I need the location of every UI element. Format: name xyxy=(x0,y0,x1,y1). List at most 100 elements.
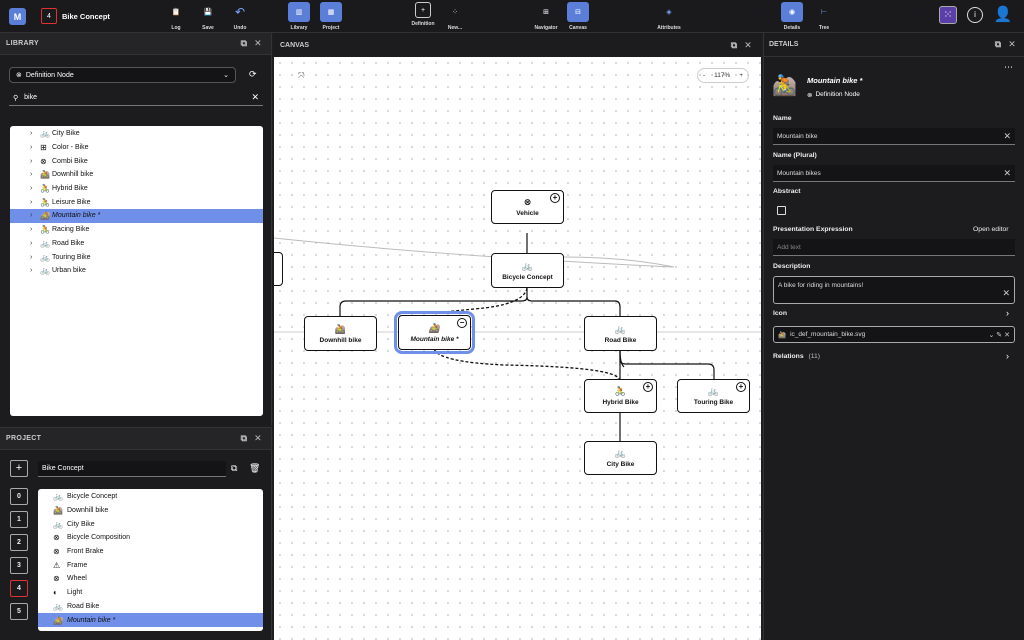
trash-icon[interactable]: 🗑 xyxy=(249,463,261,473)
zoom-in-button[interactable]: + xyxy=(739,72,743,79)
project-badge[interactable]: 4 xyxy=(41,8,57,24)
project-button[interactable]: ▦Project xyxy=(314,2,348,31)
close-icon[interactable]: ✕ xyxy=(254,38,262,48)
abstract-checkbox[interactable] xyxy=(777,206,786,215)
node-left-partial[interactable] xyxy=(274,252,283,286)
close-icon[interactable]: ✕ xyxy=(254,433,262,443)
refresh-icon[interactable]: ⟳ xyxy=(249,69,257,79)
definition-button[interactable]: +Definition xyxy=(406,2,440,27)
list-item[interactable]: 🚲Bicycle Concept xyxy=(38,490,263,504)
clear-name-icon[interactable]: ✕ xyxy=(1003,130,1011,141)
diagram-canvas[interactable]: ⤧ - 117% + ⊗Vehicle+ 🚲Bicycle Concept 🚵D… xyxy=(274,57,761,640)
plural-field[interactable]: Mountain bikes✕ xyxy=(773,165,1015,182)
library-button[interactable]: ▥Library xyxy=(282,2,316,31)
list-item[interactable]: ⊗Bicycle Composition xyxy=(38,531,263,545)
version-button-3[interactable]: 3 xyxy=(10,557,28,574)
info-icon[interactable]: i xyxy=(967,7,983,23)
icon-field-actions[interactable]: ⌄ ✎ ✕ xyxy=(988,331,1011,339)
expand-icon[interactable]: + xyxy=(736,382,746,392)
list-item[interactable]: 🚲Road Bike xyxy=(38,600,263,614)
list-item[interactable]: ⚠Frame xyxy=(38,558,263,572)
expand-icon[interactable]: + xyxy=(550,193,560,203)
new-button[interactable]: ⁘New... xyxy=(438,2,472,31)
tree-button[interactable]: ⊢Tree xyxy=(807,2,841,31)
attributes-button[interactable]: ◈Attributes xyxy=(652,2,686,31)
version-button-0[interactable]: 0 xyxy=(10,488,28,505)
chevron-right-icon[interactable]: › xyxy=(30,198,33,206)
chevron-right-icon[interactable]: › xyxy=(30,144,33,152)
node-touring-bike[interactable]: 🚲Touring Bike+ xyxy=(677,379,750,413)
node-bicycle-concept[interactable]: 🚲Bicycle Concept xyxy=(491,253,564,288)
version-button-5[interactable]: 5 xyxy=(10,603,28,620)
list-item[interactable]: ◐Light xyxy=(38,586,263,600)
icon-field[interactable]: 🚵ic_def_mountain_bike.svg⌄ ✎ ✕ xyxy=(773,326,1015,343)
chevron-right-icon[interactable]: › xyxy=(30,171,33,179)
list-item-selected[interactable]: ›🚵Mountain bike * xyxy=(10,209,263,223)
type-select[interactable]: ⊗ Definition Node ⌄ xyxy=(9,67,236,83)
list-item[interactable]: ›⊗Combi Bike xyxy=(10,154,263,168)
list-item[interactable]: ›🚵Downhill bike xyxy=(10,168,263,182)
list-item[interactable]: 🚵Downhill bike xyxy=(38,504,263,518)
popout-icon[interactable]: ⧉ xyxy=(730,39,738,50)
fit-icon[interactable]: ⤧ xyxy=(298,71,305,80)
relations-chevron[interactable]: › xyxy=(1006,351,1009,361)
dice-icon[interactable]: ⁙ xyxy=(939,6,957,24)
list-item[interactable]: ›🚲Urban bike xyxy=(10,264,263,278)
log-button[interactable]: 📋Log xyxy=(159,2,193,31)
chevron-right-icon[interactable]: › xyxy=(30,157,33,165)
name-field[interactable]: Mountain bike✕ xyxy=(773,128,1015,145)
node-vehicle[interactable]: ⊗Vehicle+ xyxy=(491,190,564,224)
version-button-4[interactable]: 4 xyxy=(10,580,28,597)
expand-icon[interactable]: + xyxy=(643,382,653,392)
list-item[interactable]: ›🚲Touring Bike xyxy=(10,250,263,264)
zoom-out-button[interactable]: - xyxy=(703,72,706,79)
chevron-right-icon[interactable]: › xyxy=(30,239,33,247)
list-item[interactable]: 🚲City Bike xyxy=(38,517,263,531)
app-logo[interactable]: M xyxy=(9,8,26,25)
node-mountain-bike[interactable]: 🚵Mountain bike *− xyxy=(394,311,475,354)
list-item[interactable]: ›🚴Hybrid Bike xyxy=(10,182,263,196)
user-icon[interactable]: 👤 xyxy=(993,6,1013,23)
popout-icon[interactable]: ⧉ xyxy=(994,39,1002,49)
chevron-right-icon[interactable]: › xyxy=(30,130,33,138)
popout-icon[interactable]: ⧉ xyxy=(240,38,248,48)
project-name-field[interactable]: Bike Concept xyxy=(38,461,226,477)
icon-expand-chevron[interactable]: › xyxy=(1006,308,1009,318)
chevron-right-icon[interactable]: › xyxy=(30,212,33,220)
list-item[interactable]: ›🚲City Bike xyxy=(10,127,263,141)
add-project-button[interactable]: + xyxy=(10,460,28,477)
close-icon[interactable]: ✕ xyxy=(1008,39,1016,49)
copy-icon[interactable]: ⧉ xyxy=(231,463,238,473)
clear-search-icon[interactable]: ✕ xyxy=(251,92,259,102)
list-item[interactable]: ›🚲Road Bike xyxy=(10,237,263,251)
node-hybrid-bike[interactable]: 🚴Hybrid Bike+ xyxy=(584,379,657,413)
chevron-right-icon[interactable]: › xyxy=(30,226,33,234)
node-downhill-bike[interactable]: 🚵Downhill bike xyxy=(304,316,377,351)
version-button-2[interactable]: 2 xyxy=(10,534,28,551)
chevron-right-icon[interactable]: › xyxy=(30,253,33,261)
list-item[interactable]: ›🚴Racing Bike xyxy=(10,223,263,237)
pres-field[interactable]: Add text xyxy=(773,239,1015,256)
undo-button[interactable]: ↶Undo xyxy=(223,2,257,31)
list-item[interactable]: ›🚴Leisure Bike xyxy=(10,195,263,209)
clear-desc-icon[interactable]: ✕ xyxy=(1002,288,1010,298)
navigator-button[interactable]: ⊞Navigator xyxy=(529,2,563,31)
version-button-1[interactable]: 1 xyxy=(10,511,28,528)
open-editor-link[interactable]: Open editor xyxy=(973,226,1009,233)
desc-field[interactable]: A bike for riding in mountains!✕ xyxy=(773,276,1015,304)
search-input[interactable]: ⚲ bike ✕ xyxy=(9,90,263,106)
clear-plural-icon[interactable]: ✕ xyxy=(1003,167,1011,178)
relations-label[interactable]: Relations (11) xyxy=(773,353,820,360)
more-icon[interactable]: ⋯ xyxy=(1004,62,1013,72)
details-button[interactable]: ◉Details xyxy=(775,2,809,31)
list-item-selected[interactable]: 🚵Mountain bike * xyxy=(38,613,263,627)
list-item[interactable]: ⊗Front Brake xyxy=(38,545,263,559)
chevron-right-icon[interactable]: › xyxy=(30,185,33,193)
list-item[interactable]: ›⊞Color - Bike xyxy=(10,141,263,155)
close-icon[interactable]: ✕ xyxy=(744,39,752,50)
node-city-bike[interactable]: 🚲City Bike xyxy=(584,441,657,475)
save-button[interactable]: 💾Save xyxy=(191,2,225,31)
collapse-icon[interactable]: − xyxy=(457,318,467,328)
list-item[interactable]: ⊗Wheel xyxy=(38,572,263,586)
canvas-button[interactable]: ⊟Canvas xyxy=(561,2,595,31)
